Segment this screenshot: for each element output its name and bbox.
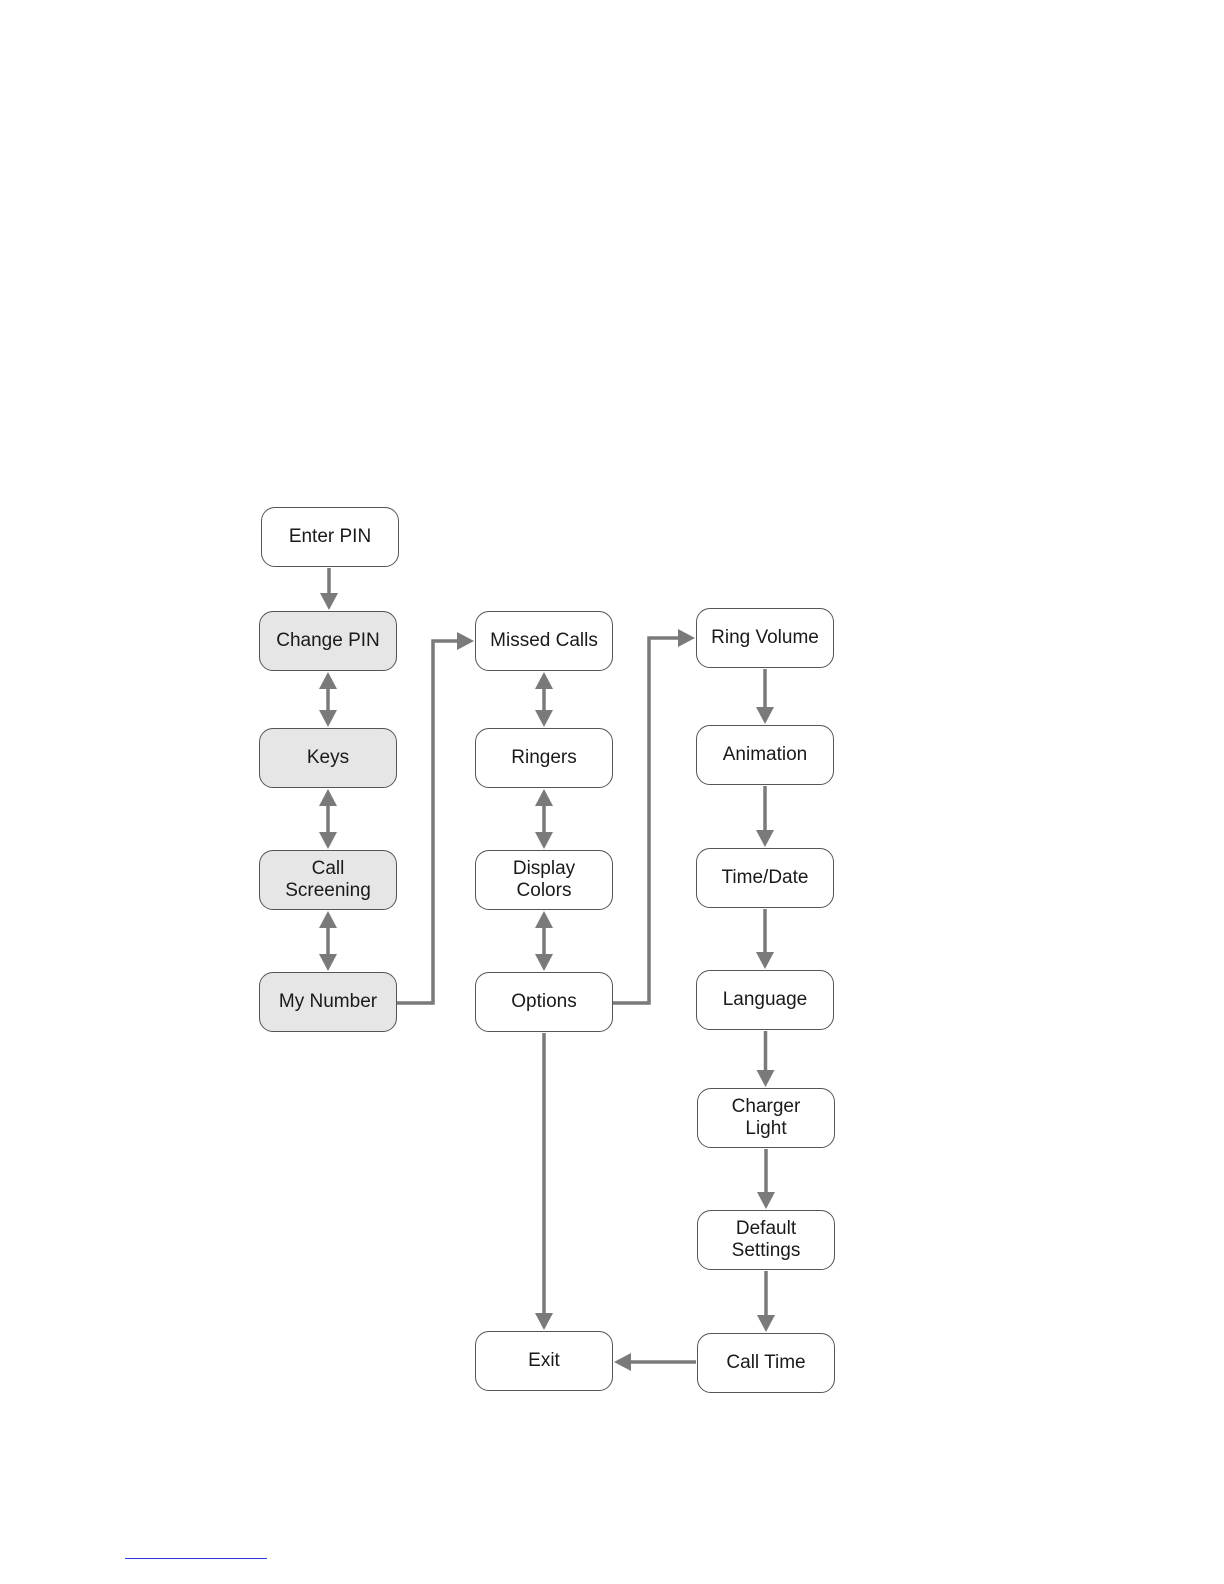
arrow-keys-to-call-screening	[319, 789, 337, 849]
arrow-display-colors-to-options	[535, 911, 553, 971]
node-options: Options	[475, 972, 613, 1032]
node-call-time: Call Time	[697, 1333, 835, 1393]
node-exit: Exit	[475, 1331, 613, 1391]
footnote-rule	[125, 1558, 267, 1559]
node-language: Language	[696, 970, 834, 1030]
arrow-ring-volume-to-animation	[756, 669, 774, 724]
arrow-language-to-charger-light	[757, 1031, 775, 1087]
node-ring-volume: Ring Volume	[696, 608, 834, 668]
node-change-pin: Change PIN	[259, 611, 397, 671]
arrow-animation-to-time-date	[756, 786, 774, 847]
arrow-default-settings-to-call-time	[757, 1271, 775, 1332]
arrow-options-to-exit	[535, 1033, 553, 1330]
arrow-missed-calls-to-ringers	[535, 672, 553, 727]
arrow-call-screening-to-my-number	[319, 911, 337, 971]
arrow-time-date-to-language	[756, 909, 774, 969]
arrow-ringers-to-display-colors	[535, 789, 553, 849]
node-my-number: My Number	[259, 972, 397, 1032]
node-enter-pin: Enter PIN	[261, 507, 399, 567]
node-time-date: Time/Date	[696, 848, 834, 908]
arrow-charger-light-to-default-settings	[757, 1149, 775, 1209]
node-display-colors: Display Colors	[475, 850, 613, 910]
node-missed-calls: Missed Calls	[475, 611, 613, 671]
arrow-call-time-to-exit	[614, 1353, 696, 1371]
arrow-change-pin-to-keys	[319, 672, 337, 727]
node-ringers: Ringers	[475, 728, 613, 788]
arrow-options-to-ring-volume	[613, 629, 695, 1003]
node-default-settings: Default Settings	[697, 1210, 835, 1270]
arrow-enter-pin-to-change-pin	[320, 568, 338, 610]
node-call-screening: Call Screening	[259, 850, 397, 910]
node-keys: Keys	[259, 728, 397, 788]
arrow-my-number-to-missed-calls	[397, 632, 474, 1003]
node-charger-light: Charger Light	[697, 1088, 835, 1148]
node-animation: Animation	[696, 725, 834, 785]
